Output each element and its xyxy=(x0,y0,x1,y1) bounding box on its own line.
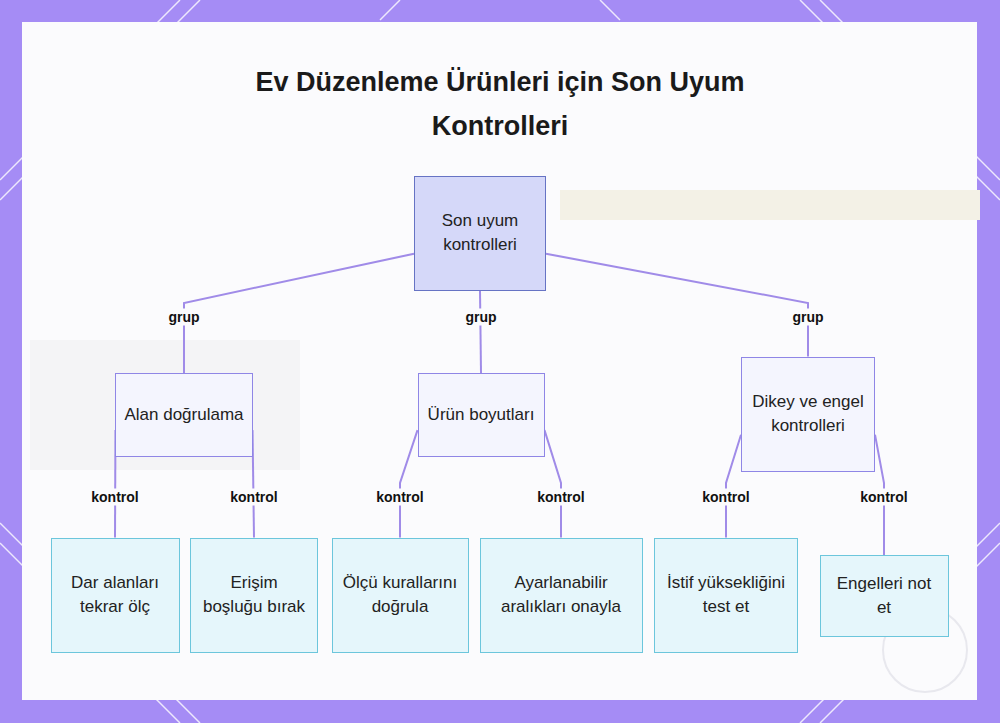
group-box: Dikey ve engel kontrolleri xyxy=(741,357,875,472)
node-text: İstif yüksekliğini test et xyxy=(663,571,789,619)
connector xyxy=(546,254,808,357)
connector xyxy=(480,291,481,374)
node-text: Engelleri not et xyxy=(829,572,940,620)
group-box: Alan doğrulama xyxy=(115,373,252,457)
node-text: Ayarlanabilir aralıkları onayla xyxy=(489,571,634,619)
edge-label: grup xyxy=(165,309,202,326)
edge-label: kontrol xyxy=(699,489,752,506)
edge-label: kontrol xyxy=(88,489,141,506)
node-text: Son uyum kontrolleri xyxy=(423,209,537,257)
node-text: Ölçü kurallarını doğrula xyxy=(341,571,460,619)
diagram-title: Ev Düzenleme Ürünleri için Son Uyum Kont… xyxy=(200,60,800,148)
node-text: Erişim boşluğu bırak xyxy=(199,571,309,619)
edge-label: kontrol xyxy=(857,489,910,506)
check-box: Ölçü kurallarını doğrula xyxy=(332,538,469,653)
panel xyxy=(22,22,977,700)
group-box: Ürün boyutları xyxy=(418,373,545,457)
connector xyxy=(184,254,414,373)
node-text: Ürün boyutları xyxy=(428,403,535,427)
check-box: Dar alanları tekrar ölç xyxy=(51,538,180,653)
edge-label: kontrol xyxy=(373,489,426,506)
edge-label: kontrol xyxy=(534,489,587,506)
connector xyxy=(400,430,418,537)
faint-background xyxy=(30,340,300,470)
check-box: Erişim boşluğu bırak xyxy=(190,538,318,653)
connector xyxy=(726,435,741,538)
connector xyxy=(545,430,562,537)
faint-background xyxy=(560,190,980,220)
root-box: Son uyum kontrolleri xyxy=(414,176,546,291)
check-box: İstif yüksekliğini test et xyxy=(654,538,798,653)
check-box: Ayarlanabilir aralıkları onayla xyxy=(480,538,643,653)
check-box: Engelleri not et xyxy=(820,555,949,637)
edge-label: grup xyxy=(789,309,826,326)
node-text: Dikey ve engel kontrolleri xyxy=(750,390,866,438)
connector xyxy=(253,430,254,537)
edge-label: grup xyxy=(462,309,499,326)
node-text: Dar alanları tekrar ölç xyxy=(60,571,171,619)
node-text: Alan doğrulama xyxy=(124,403,243,427)
edge-label: kontrol xyxy=(227,489,280,506)
